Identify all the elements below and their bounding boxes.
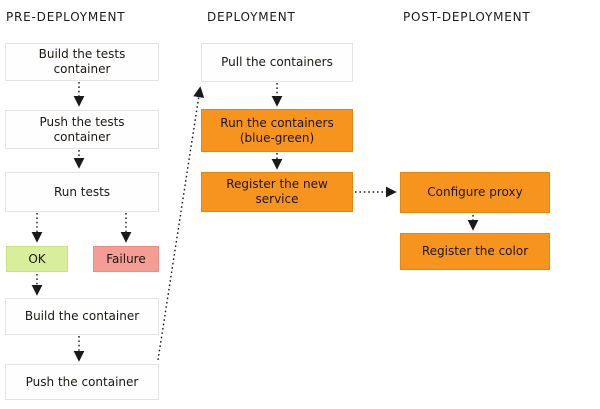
node-build-the-container: Build the container [5,298,159,335]
column-header-deployment: DEPLOYMENT [207,10,296,24]
node-register-the-new-service: Register the new service [201,172,353,212]
node-pull-the-containers: Pull the containers [201,43,353,82]
node-label: Push the tests container [39,114,125,144]
node-label: OK [28,251,46,266]
node-label: Failure [106,251,146,266]
node-label: Run tests [53,184,111,199]
column-header-post-deployment: POST-DEPLOYMENT [403,10,531,24]
node-label: Push the container [25,374,139,389]
node-label: Build the container [24,309,140,323]
node-push-tests-container: Push the tests container [5,110,159,149]
node-run-the-containers: Run the containers (blue-green) [201,109,353,152]
node-run-tests: Run tests [5,172,159,212]
node-label: Register the color [421,244,529,258]
node-register-the-color: Register the color [400,233,550,270]
node-label: Run the containers (blue-green) [220,115,334,145]
node-failure: Failure [93,246,159,272]
node-label: Configure proxy [427,185,523,199]
node-configure-proxy: Configure proxy [400,172,550,213]
node-push-the-container: Push the container [5,364,159,400]
column-header-pre-deployment: PRE-DEPLOYMENT [6,10,126,24]
node-ok: OK [6,246,68,272]
node-label: Build the tests container [38,47,126,76]
node-build-tests-container: Build the tests container [5,43,159,81]
node-label: Pull the containers [221,55,333,69]
node-label: Register the new service [226,177,328,206]
